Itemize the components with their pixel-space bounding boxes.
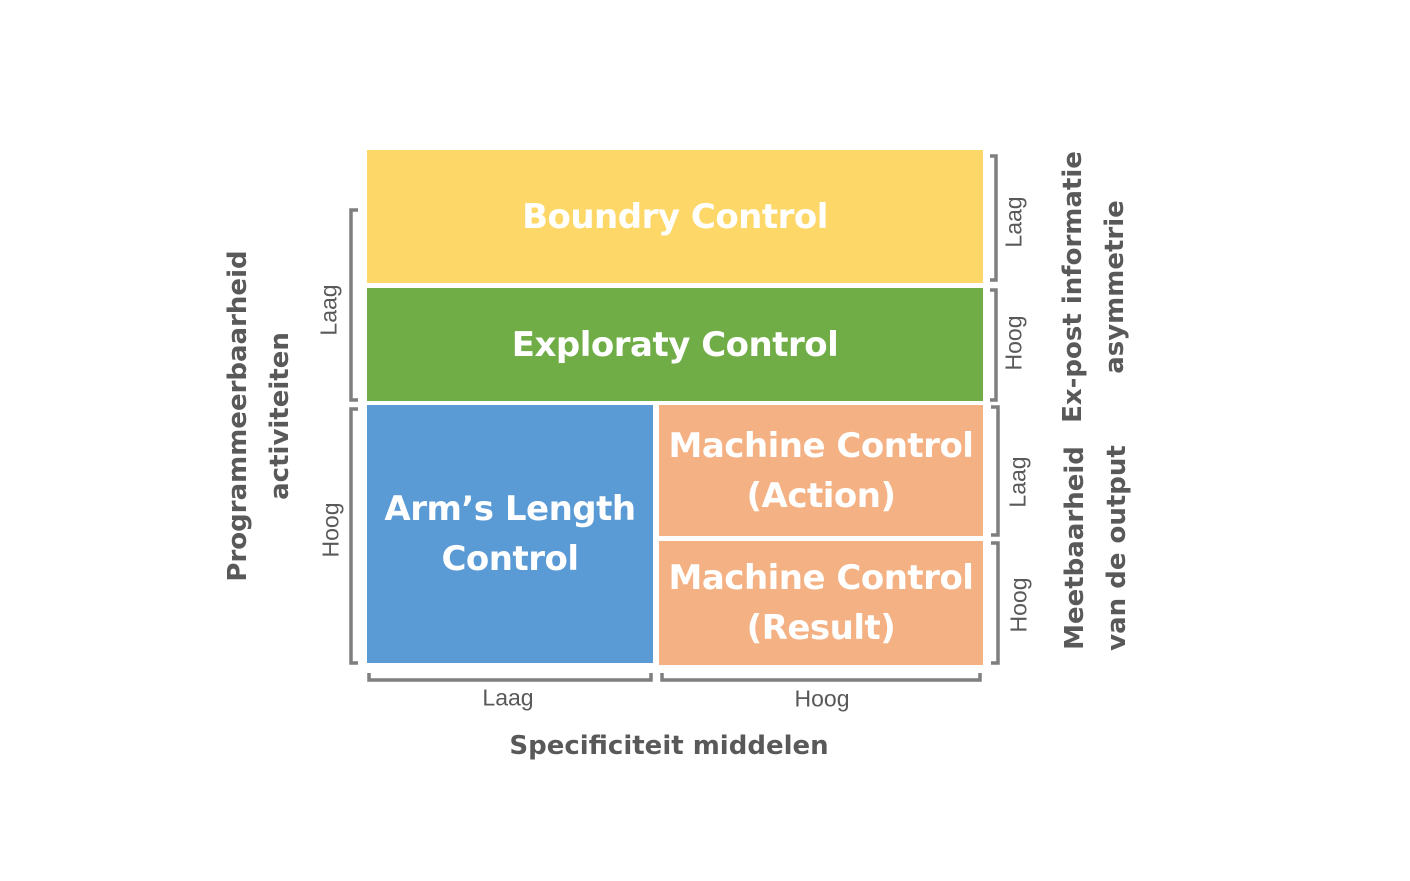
- right-bottom-tick-hoog: Hoog: [1005, 577, 1032, 633]
- arms-length-line2: Control: [441, 539, 579, 579]
- bottom-bracket-laag: [367, 673, 653, 682]
- right-top-bracket-hoog: [990, 288, 998, 402]
- right-top-tick-hoog: Hoog: [1000, 315, 1027, 371]
- arms-length-control-label: Arm’s Length Control: [384, 484, 636, 584]
- left-axis-title-line2: activiteiten: [265, 332, 295, 500]
- right-bottom-axis-title: Meetbaarheid van de output: [1054, 445, 1138, 651]
- exploraty-control-box: Exploraty Control: [367, 288, 983, 401]
- right-bottom-bracket-hoog: [991, 541, 1000, 665]
- right-top-axis-title-line2: asymmetrie: [1100, 200, 1130, 374]
- right-bottom-axis-title-line2: van de output: [1102, 445, 1132, 651]
- right-top-axis-title-line1: Ex-post informatie: [1058, 151, 1088, 423]
- machine-result-line2: (Result): [746, 608, 896, 648]
- left-tick-hoog: Hoog: [317, 502, 344, 558]
- bottom-tick-hoog: Hoog: [794, 685, 850, 712]
- machine-control-result-box: Machine Control (Result): [659, 541, 983, 665]
- left-tick-laag: Laag: [315, 284, 342, 336]
- boundry-control-box: Boundry Control: [367, 150, 983, 283]
- arms-length-line1: Arm’s Length: [384, 489, 636, 529]
- machine-action-line2: (Action): [746, 475, 896, 516]
- machine-control-action-box: Machine Control (Action): [659, 405, 983, 536]
- left-axis-title-line1: Programmeerbaarheid: [223, 250, 253, 582]
- bottom-tick-laag: Laag: [482, 684, 534, 711]
- right-bottom-tick-laag: Laag: [1004, 456, 1031, 508]
- right-bottom-axis-title-line1: Meetbaarheid: [1060, 446, 1090, 650]
- boundry-control-label: Boundry Control: [522, 196, 828, 237]
- machine-control-action-label: Machine Control (Action): [669, 421, 974, 521]
- right-bottom-bracket-laag: [991, 405, 1000, 537]
- right-top-tick-laag: Laag: [1000, 196, 1027, 248]
- machine-action-line1: Machine Control: [668, 425, 974, 466]
- right-top-axis-title: Ex-post informatie asymmetrie: [1052, 151, 1136, 423]
- bottom-bracket-hoog: [660, 673, 982, 682]
- machine-control-result-label: Machine Control (Result): [669, 553, 974, 653]
- machine-result-line1: Machine Control: [668, 558, 974, 598]
- bottom-axis-title: Specificiteit middelen: [509, 731, 829, 761]
- left-bracket-laag: [349, 208, 358, 402]
- exploraty-control-label: Exploraty Control: [511, 324, 839, 365]
- arms-length-control-box: Arm’s Length Control: [367, 405, 653, 663]
- left-bracket-hoog: [349, 407, 358, 665]
- left-axis-title: Programmeerbaarheid activiteiten: [217, 250, 301, 581]
- right-top-bracket-laag: [990, 154, 998, 282]
